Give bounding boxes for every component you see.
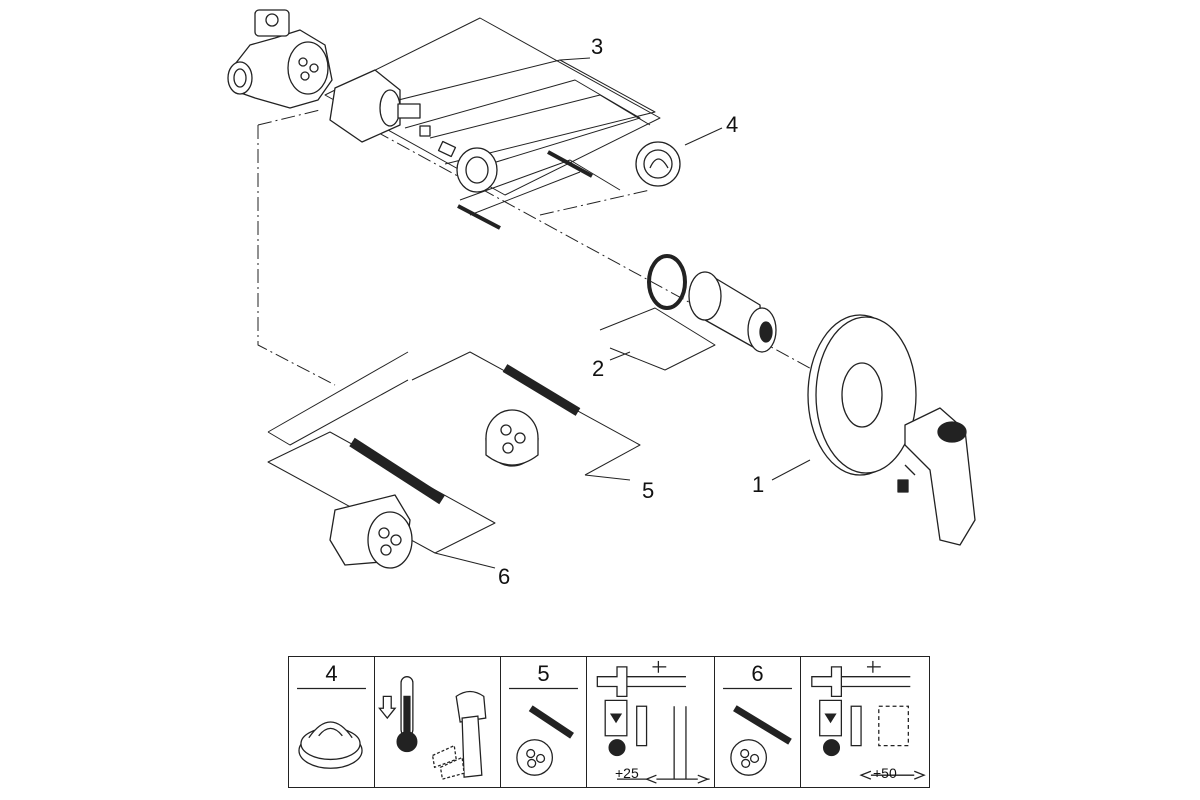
callout-3: 3 — [591, 34, 604, 59]
cartridge-6-icon — [723, 687, 792, 776]
screws — [457, 150, 593, 230]
legend-cell-temperature — [375, 657, 501, 787]
legend-cell-6: 6 — [715, 657, 801, 787]
legend-cell-install-25: +25 — [587, 657, 715, 787]
install-depth-50-icon — [811, 660, 926, 780]
callout-6: 6 — [498, 564, 511, 589]
cartridge-5-icon — [509, 687, 578, 776]
callout-1: 1 — [752, 472, 765, 497]
o-ring — [647, 254, 687, 310]
legend-number-5: 5 — [537, 661, 550, 686]
callout-5: 5 — [642, 478, 655, 503]
exploded-view-diagram — [227, 9, 976, 569]
legend-cell-install-50: +50 — [801, 657, 929, 787]
cap-icon — [297, 687, 366, 769]
legend-cell-5: 5 — [501, 657, 587, 787]
legend-strip: 4 5 — [288, 656, 930, 788]
legend-number-6: 6 — [751, 661, 764, 686]
valve-body — [227, 9, 333, 109]
legend-number-4: 4 — [325, 661, 338, 686]
leader-lines — [267, 17, 811, 569]
dimension-50: +50 — [873, 765, 897, 781]
legend-cell-cap: 4 — [289, 657, 375, 787]
cartridge — [329, 69, 431, 143]
dimension-25: +25 — [615, 765, 639, 781]
cartridge-part-6 — [329, 437, 445, 569]
escutcheon-part-1 — [807, 314, 976, 546]
sleeve-part-2 — [688, 271, 777, 353]
install-depth-icon — [596, 660, 710, 784]
cartridge-part-5 — [485, 364, 581, 467]
callout-4: 4 — [726, 112, 739, 137]
mounting-flange — [437, 140, 498, 193]
cap-part-4 — [635, 141, 681, 187]
thermometer-icon — [378, 676, 487, 780]
callout-2: 2 — [592, 356, 605, 381]
